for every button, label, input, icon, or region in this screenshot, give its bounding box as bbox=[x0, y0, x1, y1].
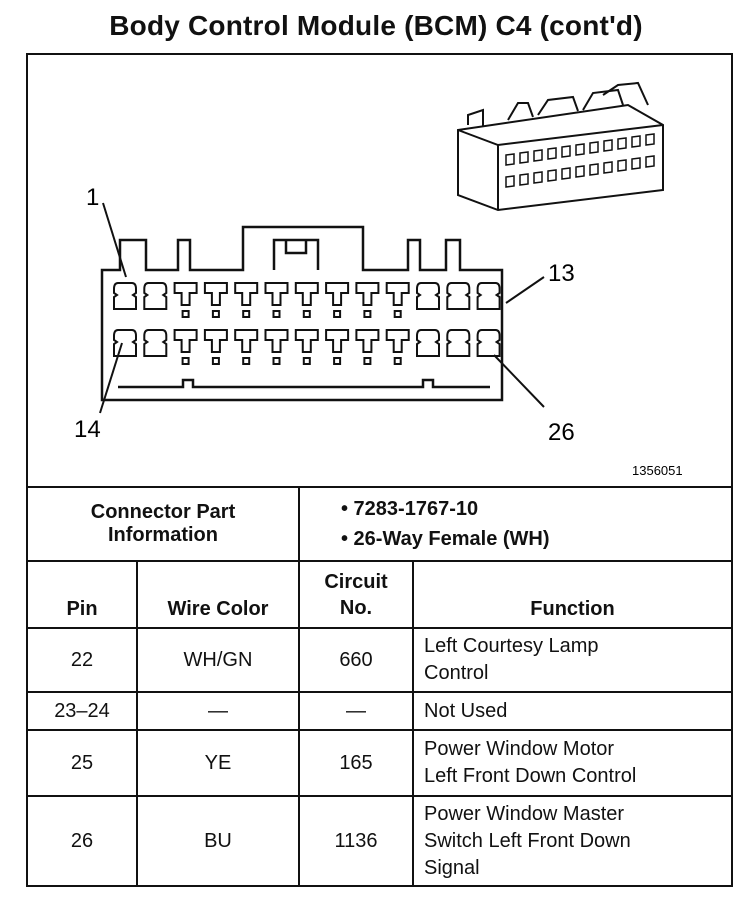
pin-leader-lines bbox=[99, 202, 545, 414]
cavity-latch-window bbox=[211, 310, 220, 318]
figure-number: 1356051 bbox=[632, 463, 683, 478]
circuit-cell: 660 bbox=[298, 627, 414, 693]
table-row: 26 BU 1136 Power Window Master Switch Le… bbox=[26, 795, 733, 887]
pin-cell: 26 bbox=[26, 795, 138, 887]
pin-cavity-19 bbox=[264, 329, 289, 353]
function-cell: Power Window Master Switch Left Front Do… bbox=[412, 795, 733, 887]
pin-label-14: 14 bbox=[74, 416, 101, 443]
pin-cavity-2 bbox=[143, 282, 168, 310]
pin-cavity-24 bbox=[416, 329, 440, 357]
header-circuit-line1: Circuit bbox=[324, 570, 388, 593]
pin-cavity-13 bbox=[476, 282, 501, 310]
pin-table: Pin Wire Color Circuit No. Function 22 W… bbox=[26, 560, 733, 887]
pin-cavity-25 bbox=[446, 329, 471, 357]
function-line: Control bbox=[424, 662, 489, 684]
cavity-latch-window bbox=[211, 357, 220, 365]
connector-3d-cavities-bottom bbox=[505, 155, 655, 188]
pin-cavity-7 bbox=[294, 282, 319, 306]
connector-diagram: 1 13 14 26 1356051 bbox=[26, 53, 733, 488]
function-line: Switch Left Front Down bbox=[424, 829, 631, 852]
function-line: Power Window Motor bbox=[424, 738, 615, 760]
table-row: 22 WH/GN 660 Left Courtesy Lamp Control bbox=[26, 627, 733, 693]
pin-cavity-1 bbox=[113, 282, 137, 310]
cavity-latch-window bbox=[393, 357, 402, 365]
pin-label-1: 1 bbox=[86, 184, 99, 211]
cavity-latch-window bbox=[242, 357, 251, 365]
cavity-latch-window bbox=[242, 310, 251, 318]
pin-table-header-row: Pin Wire Color Circuit No. Function bbox=[26, 560, 733, 629]
cavity-latch-window bbox=[181, 310, 190, 318]
pin-cavity-8 bbox=[325, 282, 350, 306]
pin-cavity-23 bbox=[385, 329, 410, 353]
function-line: Left Courtesy Lamp bbox=[424, 635, 599, 657]
connector-face-drawing: 1 13 14 26 1356051 bbox=[74, 81, 683, 478]
pin-cavity-15 bbox=[143, 329, 168, 357]
cavity-latch-window bbox=[272, 310, 281, 318]
pin-cavity-10 bbox=[385, 282, 410, 306]
wire-color-cell: BU bbox=[136, 795, 300, 887]
pin-label-26: 26 bbox=[548, 419, 575, 446]
connector-part-number: • 7283-1767-10 bbox=[341, 498, 479, 520]
pin-cavity-6 bbox=[264, 282, 289, 306]
pin-cavity-17 bbox=[203, 329, 228, 353]
function-line: Not Used bbox=[424, 699, 508, 722]
page-title: Body Control Module (BCM) C4 (cont'd) bbox=[109, 10, 643, 41]
function-cell: Left Courtesy Lamp Control bbox=[412, 627, 733, 693]
circuit-cell: — bbox=[298, 691, 414, 731]
wire-color-cell: YE bbox=[136, 729, 300, 797]
pin-cell: 22 bbox=[26, 627, 138, 693]
pin-cavity-12 bbox=[446, 282, 471, 310]
cavity-latch-window bbox=[393, 310, 402, 318]
cavity-latch-window bbox=[302, 310, 311, 318]
header-circuit-line2: No. bbox=[339, 596, 373, 619]
connector-info-label-line1: Connector Part bbox=[90, 501, 236, 523]
header-circuit-no: Circuit No. bbox=[298, 560, 414, 629]
connector-info-table: Connector Part Information • 7283-1767-1… bbox=[26, 486, 733, 562]
cavity-latch-window bbox=[272, 357, 281, 365]
pin-label-13: 13 bbox=[548, 260, 575, 287]
circuit-cell: 165 bbox=[298, 729, 414, 797]
pin-cavities bbox=[113, 282, 501, 365]
pin-cavity-14 bbox=[113, 329, 137, 357]
pin-cavity-20 bbox=[294, 329, 319, 353]
function-line: Left Front Down Control bbox=[424, 765, 637, 787]
pin-cavity-26 bbox=[476, 329, 501, 357]
cavity-latch-window bbox=[363, 310, 372, 318]
cavity-latch-window bbox=[363, 357, 372, 365]
wire-color-cell: — bbox=[136, 691, 300, 731]
function-line: Signal bbox=[424, 856, 480, 879]
pin-cavity-22 bbox=[355, 329, 380, 353]
function-cell: Not Used bbox=[412, 691, 733, 731]
table-row: 23–24 — — Not Used bbox=[26, 691, 733, 731]
connector-3d-cavities-top bbox=[505, 133, 655, 166]
pin-cavity-9 bbox=[355, 282, 380, 306]
table-row: 25 YE 165 Power Window Motor Left Front … bbox=[26, 729, 733, 797]
pin-cavity-4 bbox=[203, 282, 228, 306]
header-pin: Pin bbox=[26, 560, 138, 629]
wire-color-cell: WH/GN bbox=[136, 627, 300, 693]
cavity-latch-window bbox=[333, 310, 342, 318]
pin-cell: 25 bbox=[26, 729, 138, 797]
connector-3d-view bbox=[457, 81, 664, 212]
function-cell: Power Window Motor Left Front Down Contr… bbox=[412, 729, 733, 797]
connector-face-outline bbox=[100, 225, 504, 402]
circuit-cell: 1136 bbox=[298, 795, 414, 887]
pin-cavity-11 bbox=[416, 282, 440, 310]
connector-info-label-cell: Connector Part Information bbox=[26, 486, 300, 562]
pin-cell: 23–24 bbox=[26, 691, 138, 731]
pin-cavity-21 bbox=[325, 329, 350, 353]
cavity-latch-window bbox=[302, 357, 311, 365]
connector-info-label-line2: Information bbox=[108, 524, 218, 546]
function-line: Power Window Master bbox=[424, 802, 625, 825]
pin-cavity-5 bbox=[234, 282, 259, 306]
pin-cavity-16 bbox=[173, 329, 198, 353]
header-wire-color: Wire Color bbox=[136, 560, 300, 629]
header-function: Function bbox=[412, 560, 733, 629]
connector-info-items-cell: • 7283-1767-10 • 26-Way Female (WH) bbox=[298, 486, 733, 562]
pin-cavity-3 bbox=[173, 282, 198, 306]
cavity-latch-window bbox=[181, 357, 190, 365]
pin-cavity-18 bbox=[234, 329, 259, 353]
cavity-latch-window bbox=[333, 357, 342, 365]
connector-type: • 26-Way Female (WH) bbox=[341, 528, 550, 550]
